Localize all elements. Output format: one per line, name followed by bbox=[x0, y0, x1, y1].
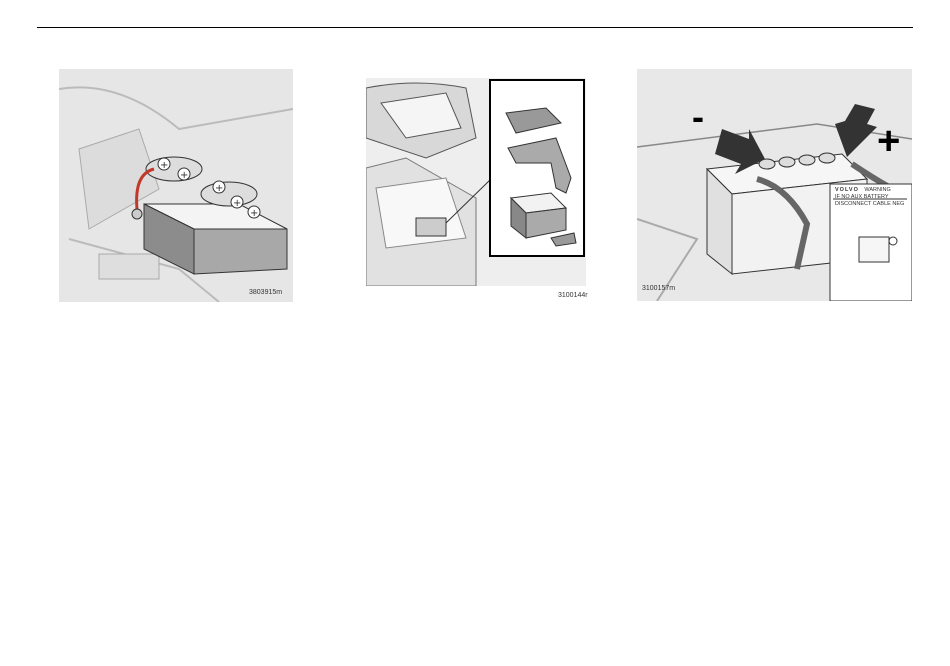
plus-sign: + bbox=[877, 121, 900, 161]
svg-text:+: + bbox=[233, 198, 241, 209]
svg-text:+: + bbox=[160, 160, 168, 171]
svg-text:+: + bbox=[215, 183, 223, 194]
battery-terminals-illustration: - + VOLVO WARNING IF NO AUX BATTERY DISC… bbox=[637, 69, 912, 301]
warning-label-text: VOLVO WARNING IF NO AUX BATTERY DISCONNE… bbox=[835, 187, 911, 208]
battery-location-illustration: + + + + + 3803915m bbox=[59, 69, 293, 302]
minus-sign: - bbox=[692, 99, 704, 135]
battery-removal-illustration bbox=[366, 78, 586, 286]
header-rule bbox=[37, 27, 913, 28]
figure-code: 3100157m bbox=[642, 285, 675, 292]
label-title: WARNING bbox=[864, 187, 890, 193]
svg-text:+: + bbox=[250, 208, 258, 219]
label-line2: DISCONNECT CABLE NEG bbox=[835, 201, 904, 207]
svg-text:+: + bbox=[180, 170, 188, 181]
label-line1: IF NO AUX BATTERY bbox=[835, 194, 889, 200]
figure-code: 3803915m bbox=[249, 289, 282, 296]
figure-code: 3100144r bbox=[558, 292, 588, 299]
label-brand: VOLVO bbox=[835, 187, 859, 193]
